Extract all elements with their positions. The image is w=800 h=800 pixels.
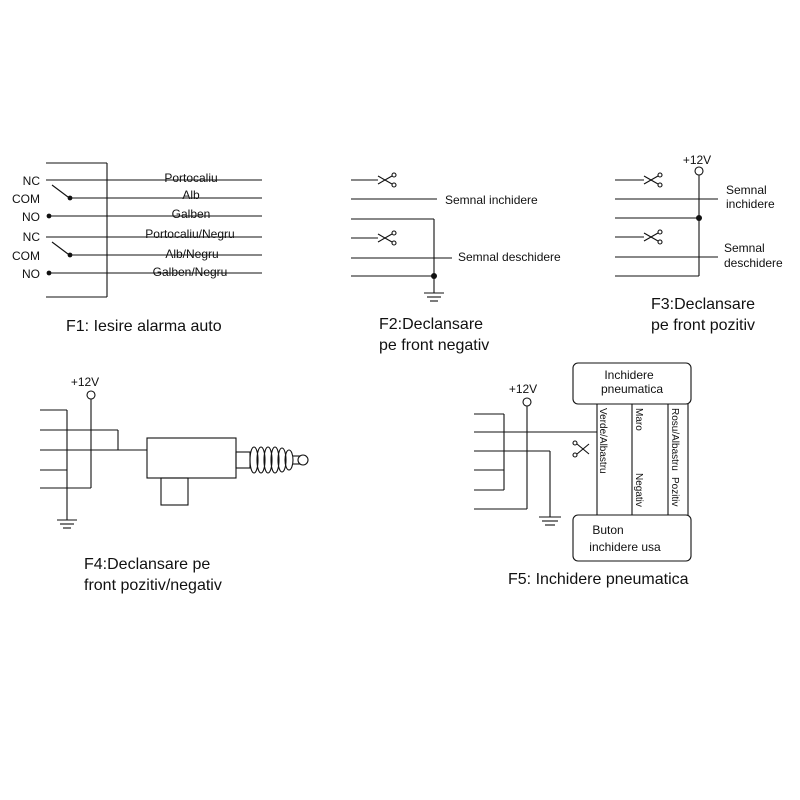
f1-pin-nc-1: NC [23,174,41,188]
actuator-connector [160,477,189,506]
f5-caption: F5: Inchidere pneumatica [508,571,689,588]
f1-wire-yellow: Galben [172,207,211,221]
f3-caption-line2: pe front pozitiv [651,317,755,334]
f5-bottom-box [572,514,692,562]
f1-wire-orange-black: Portocaliu/Negru [145,227,234,241]
f3-voltage: +12V [683,153,711,167]
f1-wire-white: Alb [182,188,200,202]
f2-caption-line2: pe front negativ [379,337,489,354]
f4-mixed-trigger: +12V F4:Declansare pe [40,375,309,594]
f1-caption: F1: Iesire alarma auto [66,318,222,335]
f1-pin-no-1: NO [22,210,40,224]
actuator-bellows [249,446,309,474]
f4-caption-line2: front pozitiv/negativ [84,577,222,594]
scissors-icon [643,172,663,188]
actuator-body [146,437,237,479]
f4-voltage: +12V [71,375,99,389]
f1-wire-yellow-black: Galben/Negru [153,265,228,279]
f5-pneumatic-lock: +12V Inchidere pneumatica But [474,362,692,588]
f5-voltage: +12V [509,382,537,396]
f3-signal-close-line2: inchidere [726,197,775,211]
f1-alarm-output: NC COM NO NC COM NO Portocaliu Alb Galbe… [12,162,262,335]
f1-pin-com-2: COM [12,249,40,263]
f5-top-box-line1: Inchidere [604,368,654,382]
f5-wire-positive: Pozitiv [669,477,680,506]
f3-signal-open-line1: Semnal [724,241,765,255]
f5-wire-green-blue: Verde/Albastru [597,408,608,474]
f2-signal-close: Semnal inchidere [445,193,538,207]
f2-caption-line1: F2:Declansare [379,316,483,333]
f3-signal-open-line2: deschidere [724,256,783,270]
f1-pin-nc-2: NC [23,230,41,244]
f1-pin-no-2: NO [22,267,40,281]
ground-icon [424,292,444,302]
ground-icon [57,519,77,529]
ground-icon [539,516,561,526]
f3-positive-trigger: +12V Semnal inchidere Semnal deschidere … [615,153,783,334]
f5-bottom-box-line1: Buton [592,523,623,537]
f4-caption-line1: F4:Declansare pe [84,556,210,573]
scissors-icon [377,230,397,246]
f5-wire-brown: Maro [633,408,644,431]
f1-pin-com-1: COM [12,192,40,206]
f2-negative-trigger: Semnal inchidere Semnal deschidere F2:De… [351,172,561,354]
f5-wire-red-blue: Rosu/Albastru [669,408,680,471]
f2-signal-open: Semnal deschidere [458,250,561,264]
f1-wire-orange: Portocaliu [164,171,217,185]
f3-signal-close-line1: Semnal [726,183,767,197]
f3-caption-line1: F3:Declansare [651,296,755,313]
f1-wire-white-black: Alb/Negru [165,247,218,261]
f5-top-box-line2: pneumatica [601,382,663,396]
f5-bottom-box-line2: inchidere usa [589,540,661,554]
f5-wire-negative: Negativ [633,473,644,507]
scissors-icon [643,229,663,245]
scissors-icon [572,440,590,458]
scissors-icon [377,172,397,188]
